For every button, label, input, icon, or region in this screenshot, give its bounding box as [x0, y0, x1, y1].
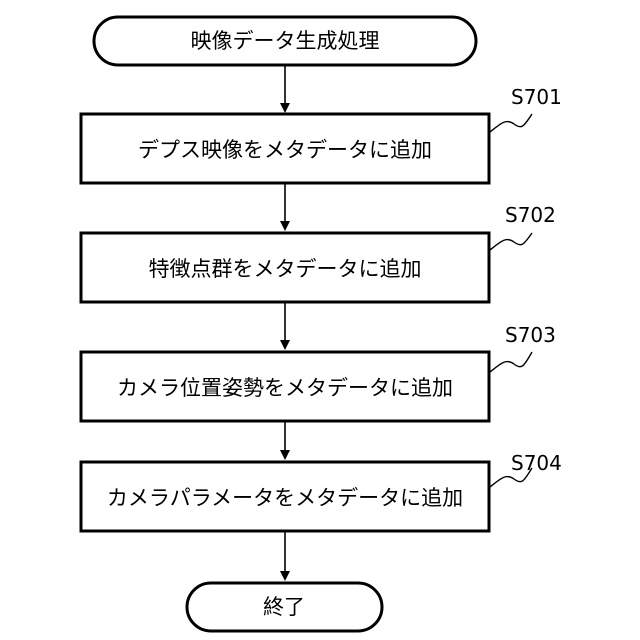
connector-start-s701 [280, 65, 290, 113]
arrowhead [280, 103, 290, 113]
process-step-s702: 特徴点群をメタデータに追加 S702 [81, 203, 556, 302]
step-leader-line [490, 233, 532, 250]
start-terminal-label: 映像データ生成処理 [191, 29, 380, 53]
arrowhead [280, 571, 290, 581]
start-terminal: 映像データ生成処理 [94, 17, 476, 65]
arrowhead [280, 340, 290, 350]
arrowhead [280, 221, 290, 231]
process-label-s703: カメラ位置姿勢をメタデータに追加 [117, 376, 453, 400]
step-id-s704: S704 [511, 451, 562, 475]
process-step-s704: カメラパラメータをメタデータに追加 S704 [81, 451, 562, 531]
end-terminal: 終了 [187, 583, 382, 631]
process-step-s701: デプス映像をメタデータに追加 S701 [81, 85, 562, 183]
arrowhead [280, 450, 290, 460]
connector-s704-end [280, 531, 290, 581]
connector-s703-s704 [280, 421, 290, 460]
end-terminal-label: 終了 [263, 595, 305, 619]
step-id-s702: S702 [505, 203, 556, 227]
step-id-s703: S703 [505, 323, 556, 347]
process-label-s701: デプス映像をメタデータに追加 [138, 138, 432, 162]
step-leader-line [490, 114, 532, 132]
step-leader-line [490, 352, 532, 372]
process-label-s704: カメラパラメータをメタデータに追加 [107, 486, 463, 510]
connector-s701-s702 [280, 183, 290, 231]
step-id-s701: S701 [511, 85, 562, 109]
process-step-s703: カメラ位置姿勢をメタデータに追加 S703 [81, 323, 556, 421]
connector-s702-s703 [280, 302, 290, 350]
process-label-s702: 特徴点群をメタデータに追加 [149, 257, 422, 281]
